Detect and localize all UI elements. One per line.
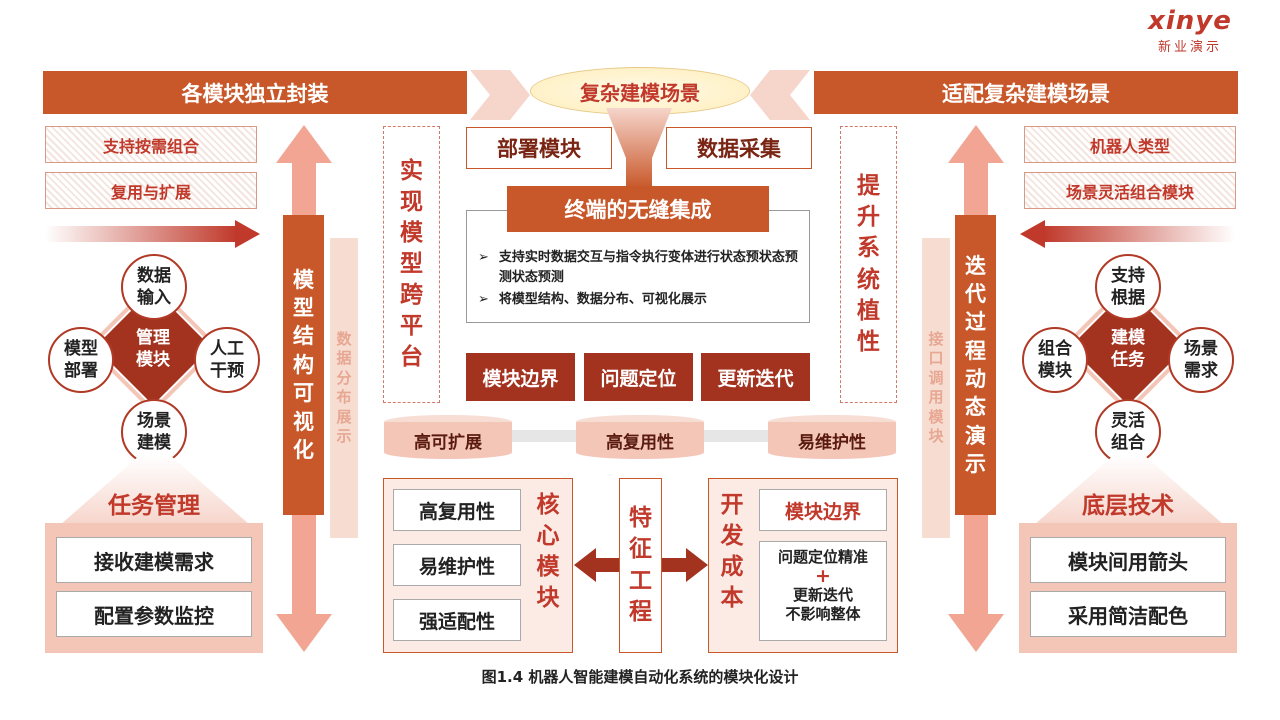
btn-update-iterate: 更新迭代 xyxy=(701,353,810,401)
center-dash-right: 提 升 系 统 植 性 xyxy=(840,126,897,403)
right-node-left: 组合 模块 xyxy=(1022,327,1088,393)
cylinder-3: 易维护性 xyxy=(768,415,896,459)
right-node-bottom: 灵活 组合 xyxy=(1095,399,1161,465)
funnel-arrow xyxy=(606,108,672,188)
tab-left: 部署模块 xyxy=(466,127,612,169)
bullet-1-text: 支持实时数据交互与指令执行变体进行状态预状态预测状态预测 xyxy=(498,250,798,285)
left-arrow-right xyxy=(45,220,260,248)
cylinder-2: 高复用性 xyxy=(576,415,704,459)
cylinder-1-label: 高可扩展 xyxy=(384,422,512,459)
header-center-ellipse: 复杂建模场景 xyxy=(530,67,750,115)
integration-bullets: ➢ 支持实时数据交互与指令执行变体进行状态预状态预测状态预测 ➢ 将模型结构、数… xyxy=(478,248,803,310)
left-tag-2: 复用与扩展 xyxy=(45,172,257,209)
left-center-label: 管理 模块 xyxy=(136,328,170,371)
logo-subtitle: 新业演示 xyxy=(1157,40,1222,55)
bullet-2-text: 将模型结构、数据分布、可视化展示 xyxy=(498,292,707,307)
left-node-bottom: 场景 建模 xyxy=(121,399,187,465)
tab-left-label: 部署模块 xyxy=(497,137,581,161)
left-pillar-main: 模 型 结 构 可 视 化 xyxy=(283,215,324,515)
header-right-band: 适配复杂建模场景 xyxy=(814,71,1238,114)
core-item-1: 高复用性 xyxy=(393,489,521,531)
left-pillar-ghost: 数 据 分 布 展 示 xyxy=(330,238,358,538)
center-dash-left: 实 现 模 型 跨 平 台 xyxy=(383,126,440,403)
header-center-label: 复杂建模场景 xyxy=(580,80,700,105)
right-title: 底层技术 xyxy=(1082,493,1174,519)
logo: xinye 新业演示 xyxy=(1130,6,1250,56)
left-tag-1: 支持按需组合 xyxy=(45,126,257,163)
core-item-3: 强适配性 xyxy=(393,599,521,641)
left-node-top: 数据 输入 xyxy=(121,254,187,320)
cost-line-1: 问题定位精准 xyxy=(777,548,868,566)
feature-box: 特 征 工 程 xyxy=(619,478,662,653)
right-node-right: 场景 需求 xyxy=(1168,327,1234,393)
plus-icon: + xyxy=(815,565,831,587)
right-pillar-ghost: 接 口 调 用 模 块 xyxy=(922,238,950,538)
btn-problem-locate: 问题定位 xyxy=(584,353,693,401)
right-tag-1: 机器人类型 xyxy=(1024,126,1236,163)
cost-line-2: 更新迭代 不影响整体 xyxy=(785,586,861,623)
header-chevron-arrows xyxy=(470,70,810,120)
cost-detail-box: 问题定位精准 + 更新迭代 不影响整体 xyxy=(759,541,887,641)
right-spotlight xyxy=(1034,455,1224,525)
right-node-top: 支持 根据 xyxy=(1095,254,1161,320)
cylinder-1: 高可扩展 xyxy=(384,415,512,459)
header-left-band: 各模块独立封装 xyxy=(43,71,467,114)
btn-module-boundary: 模块边界 xyxy=(466,353,575,401)
left-title: 任务管理 xyxy=(108,493,200,519)
core-item-2: 易维护性 xyxy=(393,544,521,586)
tab-right-label: 数据采集 xyxy=(697,137,781,161)
left-item-1: 接收建模需求 xyxy=(56,537,252,583)
cylinder-3-label: 易维护性 xyxy=(768,422,896,459)
core-label: 核 心 模 块 xyxy=(536,492,560,612)
right-item-2: 采用简洁配色 xyxy=(1030,591,1226,637)
right-item-1: 模块间用箭头 xyxy=(1030,537,1226,583)
bullet-arrow-icon: ➢ xyxy=(478,250,489,265)
logo-word: xinye xyxy=(1148,6,1232,36)
cylinder-2-label: 高复用性 xyxy=(576,422,704,459)
left-node-left: 模型 部署 xyxy=(48,327,114,393)
bullet-2: ➢ 将模型结构、数据分布、可视化展示 xyxy=(478,290,803,310)
left-node-right: 人工 干预 xyxy=(194,327,260,393)
right-arrow-left xyxy=(1020,220,1235,248)
figure-caption: 图1.4 机器人智能建模自动化系统的模块化设计 xyxy=(481,668,799,686)
left-item-2: 配置参数监控 xyxy=(56,591,252,637)
left-spotlight xyxy=(60,455,250,525)
tab-right: 数据采集 xyxy=(666,127,812,169)
right-tag-2: 场景灵活组合模块 xyxy=(1024,172,1236,209)
bullet-arrow-icon: ➢ xyxy=(478,292,489,307)
cost-label: 开 发 成 本 xyxy=(720,492,744,612)
right-center-label: 建模 任务 xyxy=(1111,328,1145,371)
bullet-1: ➢ 支持实时数据交互与指令执行变体进行状态预状态预测状态预测 xyxy=(478,248,803,288)
cost-title: 模块边界 xyxy=(759,489,887,531)
right-pillar-main: 迭 代 过 程 动 态 演 示 xyxy=(955,215,996,515)
integration-title: 终端的无缝集成 xyxy=(507,186,769,232)
